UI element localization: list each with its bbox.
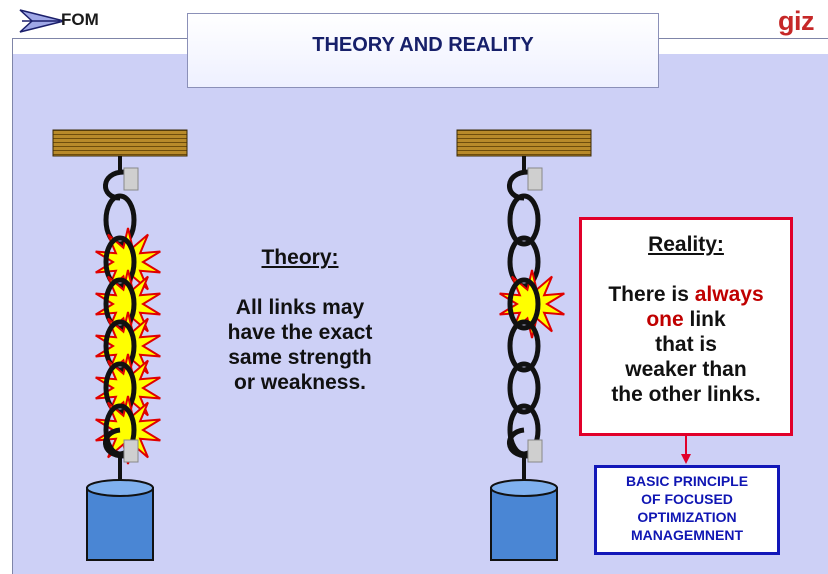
reality-emphasis-one: one — [646, 308, 684, 331]
chain-link-3 — [507, 319, 541, 373]
principle-box: BASIC PRINCIPLE OF FOCUSED OPTIMIZATION … — [594, 465, 780, 555]
reality-box: Reality: There is always one link that i… — [579, 217, 793, 436]
reality-line-3: that is — [655, 333, 717, 356]
fom-arrow-icon — [19, 9, 65, 33]
chain-link-2 — [507, 277, 541, 331]
giz-logo: giz — [778, 6, 815, 36]
reality-line-5: the other links. — [611, 383, 761, 406]
principle-line-1: BASIC PRINCIPLE — [625, 473, 749, 489]
principle-line-4: MANAGEMNENT — [631, 527, 743, 543]
wooden-beam — [52, 129, 188, 157]
wooden-beam — [456, 129, 592, 157]
theory-line-1: All links may — [235, 296, 365, 319]
bottom-hook — [507, 427, 529, 459]
reality-chain — [456, 129, 592, 561]
theory-heading: Theory: — [261, 246, 339, 269]
reality-heading: Reality: — [648, 233, 724, 256]
theory-chain — [52, 129, 188, 561]
top-clamp — [527, 167, 543, 191]
top-clamp — [123, 167, 139, 191]
theory-line-3: same strength — [228, 346, 372, 369]
theory-line-2: have the exact — [227, 321, 373, 344]
reality-line-1a: There is — [608, 283, 695, 306]
title-box: THEORY AND REALITY — [187, 13, 659, 88]
weight-bucket-rim — [490, 479, 558, 497]
reality-line-4: weaker than — [625, 358, 747, 381]
bottom-clamp — [527, 439, 543, 463]
theory-text: Theory: All links may have the exact sam… — [200, 245, 400, 395]
reality-emphasis-always: always — [694, 283, 764, 306]
bottom-hook — [103, 427, 125, 459]
weight-bucket — [490, 487, 558, 561]
fom-logo-text: FOM — [61, 10, 99, 29]
chain-link-4 — [507, 361, 541, 415]
theory-line-4: or weakness. — [234, 371, 366, 394]
chain-link-0 — [507, 193, 541, 247]
reality-line-2b: link — [683, 308, 726, 331]
bottom-clamp — [123, 439, 139, 463]
weight-bucket — [86, 487, 154, 561]
weight-bucket-rim — [86, 479, 154, 497]
principle-line-3: OPTIMIZATION — [637, 509, 737, 525]
page-title: THEORY AND REALITY — [312, 34, 534, 56]
principle-line-2: OF FOCUSED — [641, 491, 733, 507]
connector-arrow — [681, 436, 691, 464]
left-border — [12, 38, 13, 574]
